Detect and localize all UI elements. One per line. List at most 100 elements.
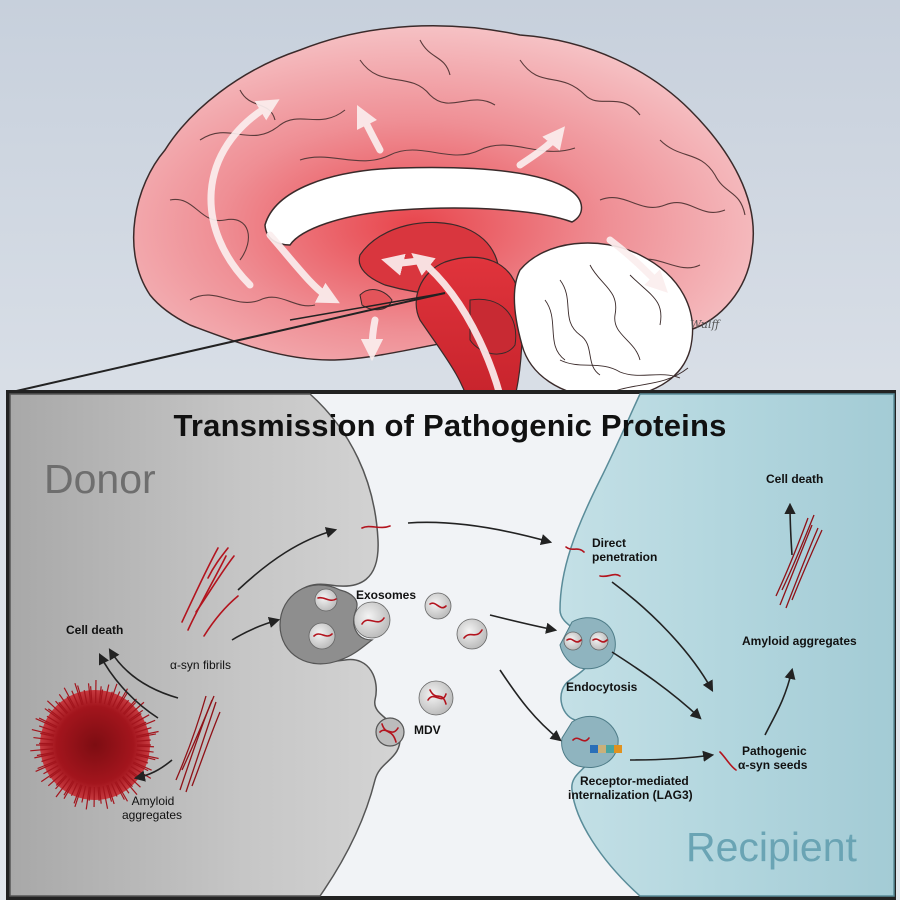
aggregate-spike <box>98 786 102 804</box>
aggregate-spike <box>121 776 138 795</box>
aggregate-spike <box>46 715 60 724</box>
aggregate-spike <box>134 727 152 734</box>
pathogenic-label-1: Pathogenic <box>742 744 807 758</box>
aggregate-spike <box>123 701 137 716</box>
aggregate-spike <box>37 760 57 770</box>
aggregate-spike <box>38 717 58 728</box>
aggregate-spike <box>133 761 152 771</box>
aggregate-spike <box>103 684 110 705</box>
brain-illustration <box>132 25 754 424</box>
aggregate-spike <box>31 728 55 736</box>
aggregate-spike <box>73 784 82 804</box>
aggregate-spike <box>74 784 83 808</box>
aggregate-spike <box>47 772 64 787</box>
recipient-amyloid-fibrils <box>775 514 823 609</box>
aggregate-spike <box>107 784 115 805</box>
aggregate-spike <box>46 700 65 717</box>
aggregate-spike <box>100 689 104 704</box>
aggregate-spike <box>129 712 142 722</box>
aggregate-spike <box>43 764 59 775</box>
aggregate-spike <box>30 748 54 752</box>
figure-title: Transmission of Pathogenic Proteins <box>173 408 727 443</box>
aggregate-spike <box>88 786 92 801</box>
aggregate-spike <box>38 725 56 732</box>
aggregate-spike <box>136 745 154 748</box>
aggregate-spike <box>97 786 100 801</box>
amyloid-aggregates-donor-label-2: aggregates <box>121 808 183 822</box>
aggregate-spike <box>106 785 113 802</box>
aggregate-spike <box>108 683 118 706</box>
zoom-line <box>11 292 446 393</box>
aggregate-spike <box>74 682 83 706</box>
aggregate-spike <box>58 701 69 714</box>
aggregate-spike <box>44 708 62 721</box>
aggregate-spike <box>135 753 159 760</box>
aggregate-spike <box>136 739 151 742</box>
aggregate-spike <box>40 732 55 737</box>
aggregate-spike <box>41 756 56 763</box>
donor-amyloid-fibrils <box>175 695 221 793</box>
aggregate-spike <box>107 691 113 706</box>
aggregate-spike <box>85 786 90 810</box>
aggregate-spike <box>35 718 57 729</box>
aggregate-spike <box>134 758 149 764</box>
lag3-receptor <box>590 745 622 753</box>
aggregate-spike <box>55 700 68 715</box>
endocytosis-pocket <box>559 617 616 670</box>
aggregate-spike <box>71 690 80 707</box>
aggregate-spike <box>87 683 92 704</box>
aggregate-spike <box>33 736 54 741</box>
amyloid-aggregates-recipient-label: Amyloid aggregates <box>742 634 857 648</box>
direct-penetration-label-1: Direct <box>592 536 627 550</box>
aggregate-spike <box>63 780 74 796</box>
aggregate-spike <box>128 709 144 721</box>
aggregate-spike <box>115 781 129 802</box>
aggregate-spike <box>63 687 76 709</box>
aggregate-spike <box>102 786 109 809</box>
aggregate-spike <box>49 769 62 779</box>
aggregate-spike <box>112 691 121 708</box>
flow-arrows <box>98 502 796 782</box>
aggregate-spike <box>34 753 55 759</box>
amyloid-aggregates-donor-label-1: Amyloid <box>131 794 175 808</box>
recipient-cell <box>559 393 895 897</box>
exosomes-label: Exosomes <box>356 588 417 602</box>
aggregate-spike <box>63 781 75 799</box>
aggregate-spike <box>133 719 156 730</box>
receptor-label-2: internalization (LAG3) <box>568 788 693 802</box>
donor-label: Donor <box>44 456 156 502</box>
aggregate-spike <box>122 775 133 788</box>
aggregate-spike <box>135 754 156 761</box>
aggregate-spike <box>83 689 88 704</box>
aggregate-spike <box>40 768 61 783</box>
cell-death-recipient-label: Cell death <box>766 472 824 486</box>
pathogenic-label-2: α-syn seeds <box>738 758 808 772</box>
direct-penetration-label-2: penetration <box>592 550 658 564</box>
endocytosis-label: Endocytosis <box>566 680 638 694</box>
cell-death-donor-label: Cell death <box>66 623 124 637</box>
aggregate-spike <box>77 685 84 705</box>
amyloid-aggregate-sphere <box>30 679 159 810</box>
aggregate-spike <box>58 693 72 711</box>
mdv-label: MDV <box>414 723 441 737</box>
aggregate-spike <box>35 761 57 772</box>
syn-fibril-fragments <box>181 525 737 771</box>
aggregate-spike <box>47 708 63 720</box>
aggregate-spike <box>118 779 130 794</box>
aggregate-spike <box>70 782 78 797</box>
aggregate-spike <box>55 778 71 798</box>
aggregate-spike <box>125 773 141 788</box>
recipient-label: Recipient <box>686 824 857 870</box>
aggregate-spike <box>66 696 75 709</box>
aggregate-spike <box>116 691 129 710</box>
aggregate-spike <box>131 714 150 726</box>
aggregate-spike <box>90 686 93 704</box>
syn-fibrils-label: α-syn fibrils <box>170 658 231 672</box>
aggregate-spike <box>81 785 87 803</box>
aggregate-spike <box>132 762 149 772</box>
spread-arrows <box>207 99 668 424</box>
aggregate-spike <box>114 781 125 800</box>
corpus-callosum <box>264 166 583 246</box>
